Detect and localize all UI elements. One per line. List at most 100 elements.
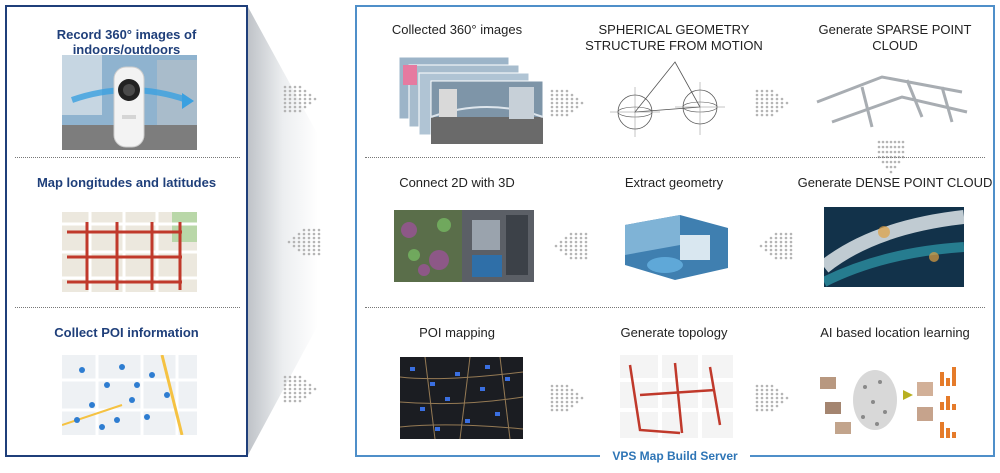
arrow-dot: [893, 140, 897, 144]
arrow-dot: [764, 240, 768, 244]
arrow-dot: [554, 244, 558, 248]
arrow-dot: [307, 236, 311, 240]
arrow-dot: [283, 379, 287, 383]
vps-map-build-server-panel: Collected 360° images SPHERICAL GEOMETRY…: [355, 5, 995, 457]
arrow-dot: [574, 232, 578, 236]
arrow-dot: [765, 392, 769, 396]
dense-point-cloud-image: [824, 207, 964, 287]
arrow-dot: [303, 391, 307, 395]
arrow-dot: [298, 101, 302, 105]
arrow-dot: [312, 252, 316, 256]
sparse-point-cloud-image: [812, 62, 972, 137]
server-label: VPS Map Build Server: [600, 447, 750, 465]
arrow-dot: [579, 256, 583, 260]
arrow-dot: [785, 101, 789, 105]
arrow-dot: [901, 145, 905, 149]
arrow-dot: [755, 396, 759, 400]
arrow-dot: [565, 388, 569, 392]
arrow-dot: [565, 404, 569, 408]
arrow-dot: [555, 89, 559, 93]
arrow-dot: [775, 105, 779, 109]
arrow-dot: [288, 89, 292, 93]
arrow-dot: [565, 101, 569, 105]
arrow-dot: [565, 396, 569, 400]
arrow-dot: [288, 375, 292, 379]
arrow-dot: [570, 396, 574, 400]
arrow-dot: [293, 85, 297, 89]
arrow-dot: [779, 236, 783, 240]
arrow-dot: [292, 240, 296, 244]
title-collected-images: Collected 360° images: [391, 22, 523, 37]
arrow-dot: [283, 85, 287, 89]
left-divider-2: [15, 307, 240, 308]
arrow-dot: [584, 240, 588, 244]
arrow-dot: [755, 400, 759, 404]
arrow-dot: [297, 248, 301, 252]
arrow-dot: [765, 113, 769, 117]
left-panel: Record 360° images of indoors/outdoors M…: [5, 5, 248, 457]
arrow-dot: [755, 89, 759, 93]
arrow-dot: [755, 388, 759, 392]
arrow-dot: [283, 375, 287, 379]
arrow-dot: [765, 388, 769, 392]
arrow-dot: [881, 150, 885, 154]
arrow-dot: [555, 101, 559, 105]
arrow-dot: [775, 396, 779, 400]
arrow-dot: [877, 140, 881, 144]
arrow-dot: [760, 396, 764, 400]
arrow-dot: [775, 101, 779, 105]
arrow-dot: [317, 232, 321, 236]
title-sparse-point-cloud: Generate SPARSE POINT CLOUD: [818, 22, 972, 53]
arrow-dot: [789, 244, 793, 248]
title-extract-geometry: Extract geometry: [624, 175, 724, 190]
arrow-dot: [307, 252, 311, 256]
arrow-dot: [555, 392, 559, 396]
arrow-dot: [770, 109, 774, 113]
arrow-dot: [283, 383, 287, 387]
arrow-dot: [765, 384, 769, 388]
arrow-dot: [765, 93, 769, 97]
arrow-dot: [760, 400, 764, 404]
arrow-dot: [760, 97, 764, 101]
arrow-dot: [764, 248, 768, 252]
arrow-dot: [283, 105, 287, 109]
arrow-dot: [584, 252, 588, 256]
arrow-dot: [770, 101, 774, 105]
arrow-dot: [897, 160, 901, 164]
arrow-dot: [774, 232, 778, 236]
arrow-dot: [755, 97, 759, 101]
arrow-dot: [313, 387, 317, 391]
arrow-dot: [889, 170, 893, 174]
arrow-dot: [779, 244, 783, 248]
arrow-dot: [765, 97, 769, 101]
arrow-dot: [288, 391, 292, 395]
arrow-dot: [789, 256, 793, 260]
arrow-dot: [308, 387, 312, 391]
arrow-dot: [559, 244, 563, 248]
arrow-dot: [584, 236, 588, 240]
arrow-dot: [775, 392, 779, 396]
arrow-dot: [312, 228, 316, 232]
arrow-dot: [283, 93, 287, 97]
arrow-dot: [302, 228, 306, 232]
arrow-dot: [780, 392, 784, 396]
arrow-dot: [570, 404, 574, 408]
arrow-dot: [770, 105, 774, 109]
arrow-dot: [755, 113, 759, 117]
arrow-dot: [789, 236, 793, 240]
arrow-row1-b: [755, 89, 789, 117]
arrow-dot: [584, 256, 588, 260]
arrow-dot: [288, 93, 292, 97]
arrow-dot: [307, 240, 311, 244]
arrow-dot: [302, 252, 306, 256]
arrow-dot: [298, 93, 302, 97]
arrow-dot: [574, 240, 578, 244]
arrow-dot: [288, 387, 292, 391]
arrow-dot: [579, 236, 583, 240]
arrow-dot: [570, 109, 574, 113]
arrow-dot: [765, 105, 769, 109]
arrow-dot: [293, 391, 297, 395]
arrow-dot: [789, 232, 793, 236]
arrow-dot: [760, 93, 764, 97]
arrow-dot: [555, 396, 559, 400]
